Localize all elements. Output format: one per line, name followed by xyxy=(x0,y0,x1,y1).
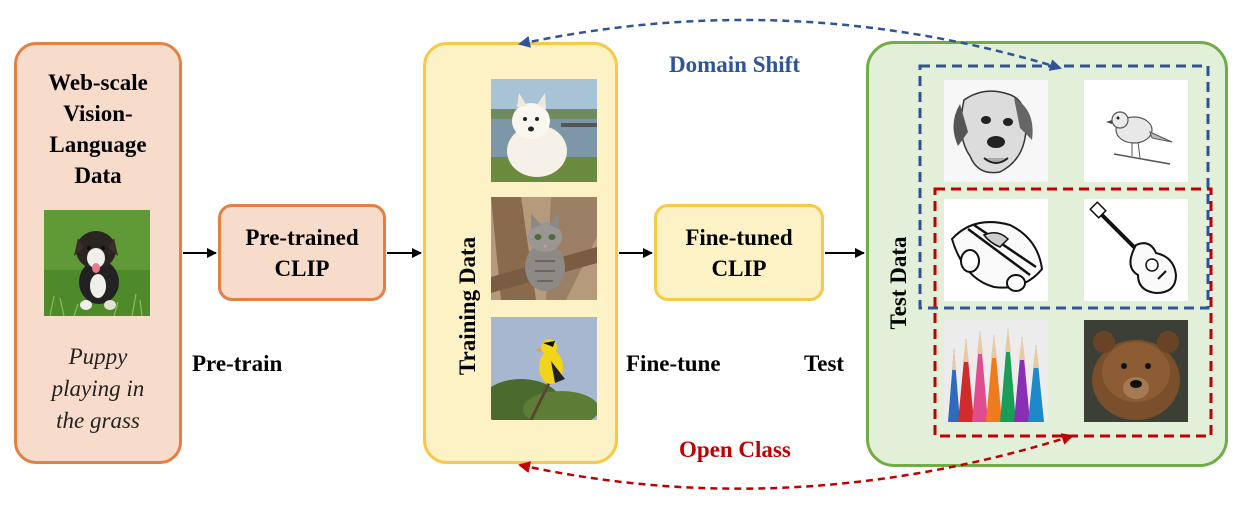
pretrain-stage-label: Pre-train xyxy=(192,351,283,376)
web-data-title: Web-scale Vision- Language Data xyxy=(48,70,148,188)
guitar-sketch-photo xyxy=(1084,199,1188,301)
bear-photo xyxy=(1084,320,1188,422)
test-stage-label: Test xyxy=(804,351,845,376)
web-data-box: Web-scale Vision- Language Data Puppy pl… xyxy=(14,42,182,464)
car-sketch-photo xyxy=(944,199,1048,301)
domain-shift-dashed-region xyxy=(918,64,1210,310)
open-class-arrow xyxy=(518,433,1074,490)
finetuned-clip-box: Fine-tuned CLIP xyxy=(654,204,824,301)
training-data-box: Training Data xyxy=(423,42,618,464)
dog-sketch-photo xyxy=(944,80,1048,182)
samoyed-photo xyxy=(491,79,597,182)
domain-shift-arrow xyxy=(518,18,1062,71)
puppy-photo xyxy=(44,210,150,316)
kitten-photo xyxy=(491,197,597,300)
finetune-stage-label: Fine-tune xyxy=(626,351,721,376)
pretrained-clip-box: Pre-trained CLIP xyxy=(218,204,386,301)
bird-sketch-photo xyxy=(1084,80,1188,182)
pencils-photo xyxy=(944,320,1048,422)
web-data-caption: Puppy playing in the grass xyxy=(51,344,145,433)
open-class-dashed-region xyxy=(933,187,1213,438)
pretrained-clip-label: Pre-trained CLIP xyxy=(245,224,359,281)
finetuned-clip-label: Fine-tuned CLIP xyxy=(685,224,793,281)
test-data-box: Test Data xyxy=(866,41,1228,467)
goldfinch-photo xyxy=(491,317,597,420)
